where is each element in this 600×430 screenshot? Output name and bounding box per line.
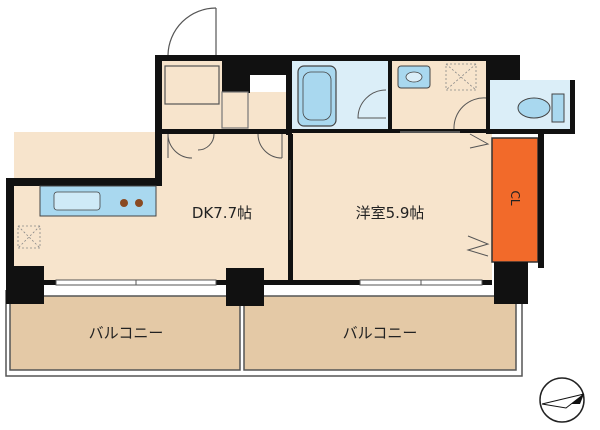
kitchen-counter [39, 185, 157, 217]
stove-burner-1 [120, 199, 128, 207]
wall-upper-right [292, 129, 488, 133]
wall-bath-wash [388, 60, 392, 132]
closet-fold-top [469, 133, 490, 149]
kitchen-sink [53, 191, 101, 211]
entrance-door [164, 7, 249, 129]
toilet [517, 93, 565, 123]
bathtub [297, 65, 337, 127]
western-room-label: 洋室5.9帖 [356, 204, 425, 222]
door-hall [257, 133, 283, 159]
hall-floor [250, 92, 290, 132]
wall-dk-left [6, 178, 14, 286]
balconies [5, 290, 523, 377]
column-left [6, 266, 44, 304]
door-dk-2 [197, 133, 215, 151]
door-bath [357, 89, 387, 119]
shoe-cabinet [221, 91, 249, 129]
door-dk-1 [167, 133, 193, 159]
wall-top-block-2 [250, 55, 290, 75]
balcony-right-label: バルコニー [343, 324, 418, 342]
vent-x-icon [17, 225, 41, 249]
washer-space [445, 63, 477, 91]
compass-icon [539, 377, 585, 423]
wall-top-toilet [488, 55, 520, 80]
wall-closet-right [538, 134, 544, 268]
closet-fold-bottom [466, 235, 490, 257]
entrance-step [164, 65, 220, 105]
door-toilet [453, 97, 487, 130]
column-mid [226, 268, 264, 306]
wall-upper-mid [160, 129, 292, 134]
wall-dk-top-left [6, 178, 162, 186]
wall-top-block-1 [222, 55, 250, 93]
interior-doors [167, 89, 490, 257]
washbasin [397, 65, 431, 89]
balcony-left-area [9, 295, 241, 371]
wall-entrance-left [155, 55, 162, 185]
wall-wash-toilet [486, 60, 490, 134]
balcony-railing [5, 290, 523, 377]
dk-label: DK7.7帖 [192, 204, 252, 222]
wall-toilet-right [570, 80, 575, 134]
balcony-right-area [243, 295, 517, 371]
western-room-floor [292, 132, 492, 282]
column-right [494, 262, 528, 304]
stove-burner-2 [135, 199, 143, 207]
balcony-left-label: バルコニー [89, 324, 164, 342]
closet-label: CL [508, 190, 522, 205]
windows [55, 279, 483, 286]
wall-toilet-bottom [490, 129, 575, 134]
wall-bath-left [286, 55, 292, 135]
wall-top-main [155, 55, 495, 61]
